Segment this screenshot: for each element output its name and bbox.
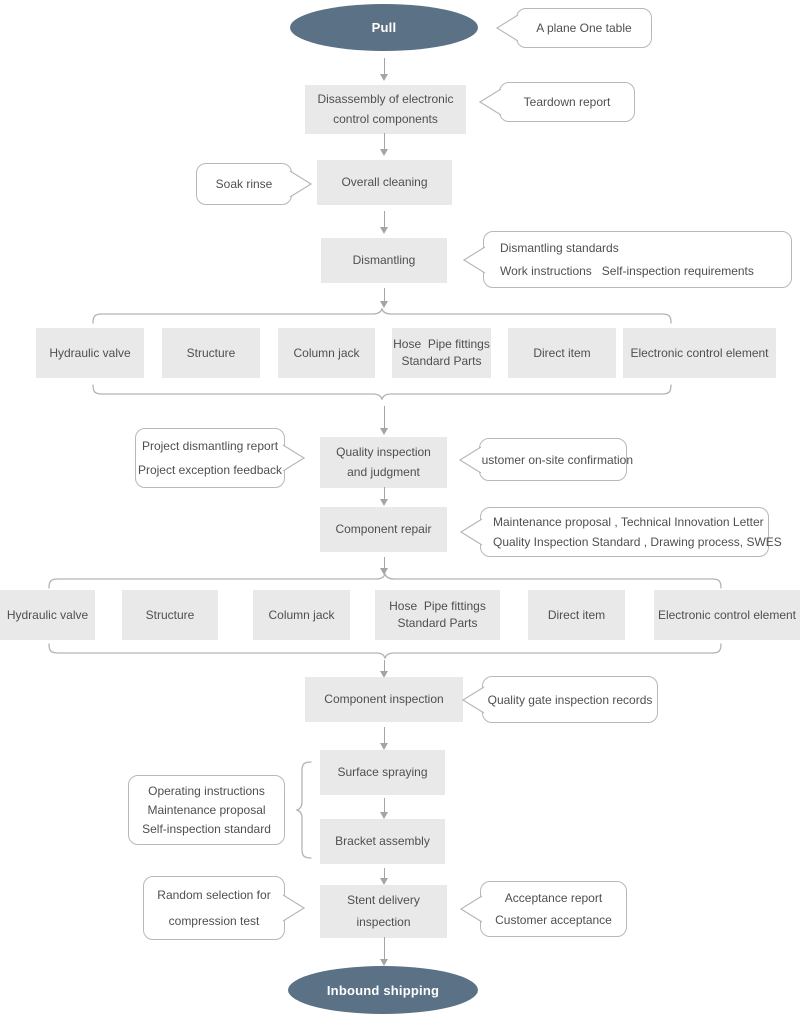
arrow-down-icon [380,798,388,819]
callout-tail-left-icon [495,14,519,42]
callout-repair-documents-line2: Quality Inspection Standard , Drawing pr… [493,535,782,549]
callout-tail-left-icon [461,685,485,714]
distribute-brace-icon [48,573,722,589]
callout-acceptance: Acceptance report Customer acceptance [459,881,627,937]
arrow-down-icon [380,557,388,575]
arrow-down-icon [380,660,388,678]
callout-tail-right-icon [282,444,306,472]
part-row1-column-jack: Column jack [278,328,375,378]
callout-customer-confirmation-text: Customer on-site confirmation [472,452,634,467]
callout-tail-left-icon [478,88,502,116]
step-quality-inspection-line2: and judgment [347,465,420,480]
callout-compression-test-line2: compression test [168,914,260,928]
step-quality-inspection: Quality inspection and judgment [320,437,447,488]
step-disassembly: Disassembly of electronic control compon… [305,85,466,134]
callout-assembly-standards-line1: Operating instructions [148,783,265,798]
collect-brace-icon [92,384,672,400]
callout-teardown-report-text: Teardown report [523,95,611,109]
collect-brace-icon [48,643,722,659]
step-stent-delivery-line1: Stent delivery [347,893,420,908]
arrow-down-icon [380,868,388,885]
callout-tail-right-icon [282,894,306,922]
callout-compression-test-line1: Random selection for [157,888,271,902]
part-row2-direct-item: Direct item [528,590,625,640]
step-component-repair-label: Component repair [335,522,432,536]
part-row1-hydraulic-valve: Hydraulic valve [36,328,144,378]
part-row2-structure: Structure [122,590,218,640]
step-overall-cleaning-label: Overall cleaning [341,175,428,189]
end-terminal-label: Inbound shipping [326,982,440,998]
callout-acceptance-line2: Customer acceptance [495,913,612,927]
callout-acceptance-line1: Acceptance report [504,891,603,905]
part-row2-electronic-control: Electronic control element [654,590,800,640]
callout-dismantling-standards-line1: Dismantling standards [500,240,619,255]
callout-project-reports: Project dismantling report Project excep… [135,428,306,488]
arrow-down-icon [380,211,388,234]
arrow-down-icon [380,288,388,308]
step-stent-delivery-inspection: Stent delivery inspection [320,885,447,938]
distribute-brace-icon [92,308,672,324]
callout-plane-table: A plane One table [495,8,652,48]
callout-customer-confirmation: Customer on-site confirmation [458,438,633,481]
step-surface-spraying: Surface spraying [320,750,445,795]
arrow-down-icon [380,727,388,750]
part-row1-structure: Structure [162,328,260,378]
callout-assembly-standards: Operating instructions Maintenance propo… [128,775,285,845]
callout-tail-left-icon [459,518,483,546]
arrow-down-icon [380,406,388,435]
callout-tail-left-icon [462,245,486,274]
arrow-down-icon [380,937,388,966]
step-quality-inspection-line1: Quality inspection [336,444,431,459]
part-row2-hydraulic-valve: Hydraulic valve [0,590,95,640]
step-bracket-assembly-label: Bracket assembly [335,834,430,848]
step-disassembly-line1: Disassembly of electronic [317,92,454,106]
part-row1-direct-item: Direct item [508,328,616,378]
callout-plane-table-text: A plane One table [536,21,632,35]
callout-soak-rinse-text: Soak rinse [215,177,273,191]
part-row1-electronic-control: Electronic control element [623,328,776,378]
callout-dismantling-standards: Dismantling standards Work instructions … [462,231,792,288]
arrow-down-icon [380,133,388,156]
step-disassembly-line2: control components [333,112,438,126]
step-surface-spraying-label: Surface spraying [337,765,428,779]
callout-compression-test: Random selection for compression test [143,876,306,940]
callout-repair-documents: Maintenance proposal , Technical Innovat… [459,507,782,557]
step-component-repair: Component repair [320,507,447,552]
end-terminal: Inbound shipping [288,966,478,1014]
part-row2-column-jack: Column jack [253,590,350,640]
step-stent-delivery-line2: inspection [356,914,411,929]
callout-quality-gate: Quality gate inspection records [461,676,658,723]
callout-repair-documents-line1: Maintenance proposal , Technical Innovat… [493,515,764,529]
callout-quality-gate-text: Quality gate inspection records [487,692,653,707]
step-component-inspection: Component inspection [305,677,463,722]
start-terminal: Pull [290,4,478,51]
step-bracket-assembly: Bracket assembly [320,819,445,864]
callout-tail-left-icon [458,445,482,474]
callout-tail-left-icon [459,895,483,923]
callout-soak-rinse: Soak rinse [196,163,313,205]
arrow-down-icon [380,487,388,506]
step-dismantling: Dismantling [321,238,447,283]
left-curly-brace-icon [296,761,312,859]
callout-dismantling-standards-line2: Work instructions Self-inspection requir… [500,264,754,279]
callout-teardown-report: Teardown report [478,82,635,122]
start-terminal-label: Pull [371,20,397,35]
step-component-inspection-label: Component inspection [324,692,444,706]
step-overall-cleaning: Overall cleaning [317,160,452,205]
callout-project-reports-line1: Project dismantling report [141,438,279,453]
callout-tail-right-icon [289,170,313,198]
callout-assembly-standards-line3: Self-inspection standard [142,821,271,836]
step-dismantling-label: Dismantling [352,253,416,267]
callout-assembly-standards-line2: Maintenance proposal [147,802,266,817]
arrow-down-icon [380,58,388,81]
callout-project-reports-line2: Project exception feedback [137,463,283,478]
